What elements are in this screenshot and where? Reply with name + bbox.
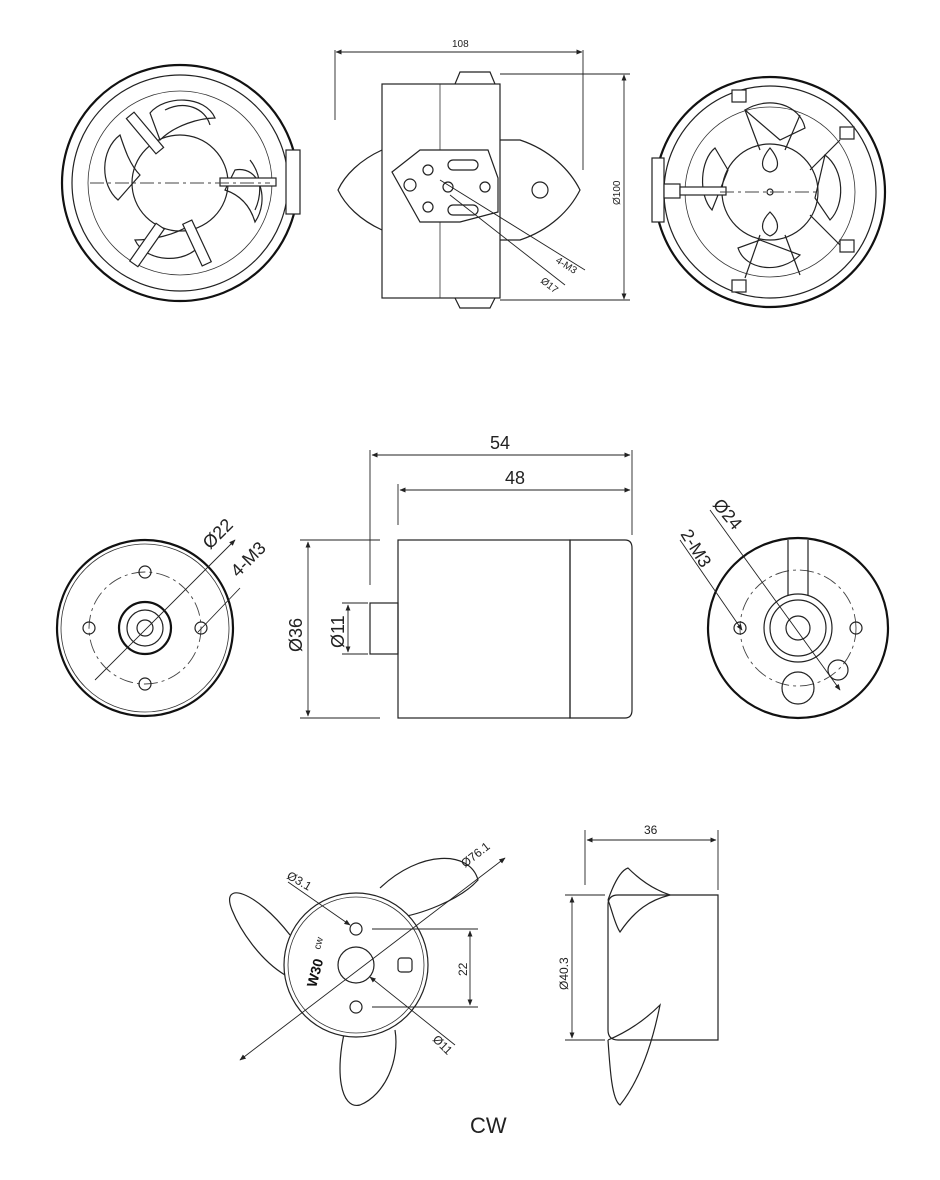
fan-diameter-label: Ø100 bbox=[612, 180, 623, 205]
motor-rear-bolt-circle-label: Ø24 bbox=[709, 495, 746, 534]
motor-front-bolt-circle-label: Ø22 bbox=[199, 515, 237, 553]
motor-front-view: Ø22 4-M3 bbox=[55, 515, 270, 718]
motor-rear-view: Ø24 2-M3 bbox=[677, 495, 890, 720]
rotor-hole-spacing-label: 22 bbox=[456, 962, 470, 976]
rotor-hub-diameter-label: Ø40.3 bbox=[557, 957, 571, 990]
rotor-rotation-label: CW bbox=[470, 1113, 507, 1138]
fan-side-view: 108 Ø100 4-M3 Ø17 bbox=[334, 39, 630, 309]
motor-body-length-label: 48 bbox=[505, 468, 525, 488]
motor-total-length-label: 54 bbox=[490, 433, 510, 453]
rotor-front-view: W30 cw Ø76.1 Ø3.1 22 Ø11 CW bbox=[229, 839, 507, 1138]
fan-mount-holes-label: 4-M3 bbox=[553, 255, 579, 277]
rotor-side-view: 36 Ø40.3 bbox=[557, 823, 719, 1106]
rotor-outer-diameter-label: Ø76.1 bbox=[458, 839, 493, 870]
rotor-bore-label: Ø11 bbox=[430, 1032, 456, 1058]
fan-rear-view bbox=[651, 75, 887, 309]
motor-body-diameter-label: Ø36 bbox=[286, 618, 306, 652]
motor-front-holes-label: 4-M3 bbox=[227, 538, 270, 581]
motor-rear-holes-label: 2-M3 bbox=[677, 526, 716, 571]
fan-front-view bbox=[60, 63, 301, 303]
rotor-hub-width-label: 36 bbox=[644, 823, 658, 837]
motor-side-view: 54 48 Ø36 Ø11 bbox=[286, 433, 633, 719]
fan-length-label: 108 bbox=[452, 39, 469, 50]
motor-shaft-diameter-label: Ø11 bbox=[328, 615, 348, 648]
